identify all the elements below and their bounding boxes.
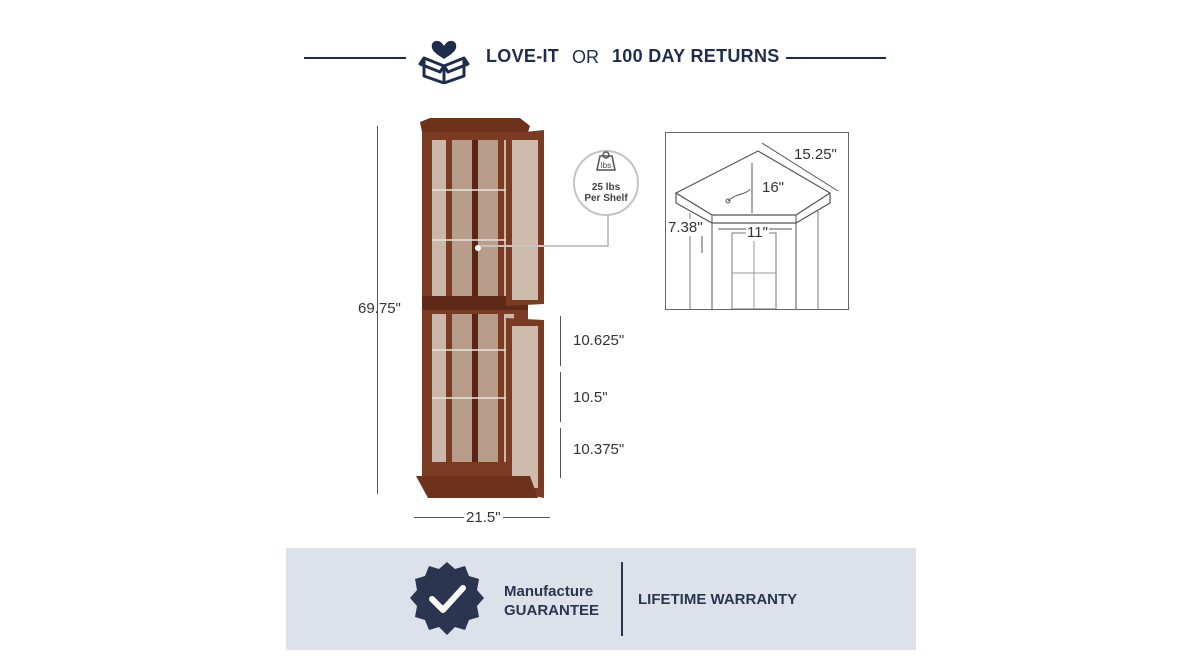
shelf-gap-line-3 (560, 428, 561, 478)
top-side-label: 7.38" (668, 219, 703, 236)
shelf-pointer-line (480, 214, 609, 247)
height-dimension-label: 69.75" (358, 300, 401, 317)
shelf-gap-label-2: 10.5" (573, 389, 608, 406)
weight-per-shelf-label: Per Shelf (584, 193, 628, 204)
curio-cabinet-image (416, 118, 544, 498)
heart-box-icon (418, 40, 470, 84)
weight-unit-label: lbs (600, 161, 612, 170)
height-dimension-line (377, 126, 378, 494)
love-it-label: LOVE-IT (486, 46, 560, 66)
manufacture-label: Manufacture (504, 583, 594, 600)
guarantee-label: GUARANTEE (504, 602, 600, 619)
shelf-gap-label-1: 10.625" (573, 332, 625, 349)
header-rule-right (786, 57, 886, 59)
shelf-gap-label-3: 10.375" (573, 441, 625, 458)
header-rule-left (304, 57, 406, 59)
weight-icon (596, 155, 616, 171)
lifetime-warranty-label: LIFETIME WARRANTY (638, 591, 798, 608)
top-detail-frame (665, 132, 849, 310)
width-dimension-label: 21.5" (464, 509, 503, 526)
top-front-label: 11" (746, 224, 769, 241)
weight-value-label: 25 lbs (591, 182, 621, 193)
shelf-weight-badge (573, 150, 639, 216)
checkmark-seal-icon (410, 562, 484, 635)
or-label: OR (572, 47, 599, 67)
guarantee-text: Manufacture GUARANTEE (504, 582, 599, 620)
shelf-gap-line-2 (560, 372, 561, 422)
top-diagonal-label: 16" (762, 179, 785, 196)
top-depth-label: 15.25" (794, 146, 837, 163)
banner-divider (621, 562, 623, 636)
returns-label: 100 DAY RETURNS (612, 46, 780, 66)
shelf-gap-line-1 (560, 316, 561, 366)
guarantee-banner (286, 548, 916, 650)
